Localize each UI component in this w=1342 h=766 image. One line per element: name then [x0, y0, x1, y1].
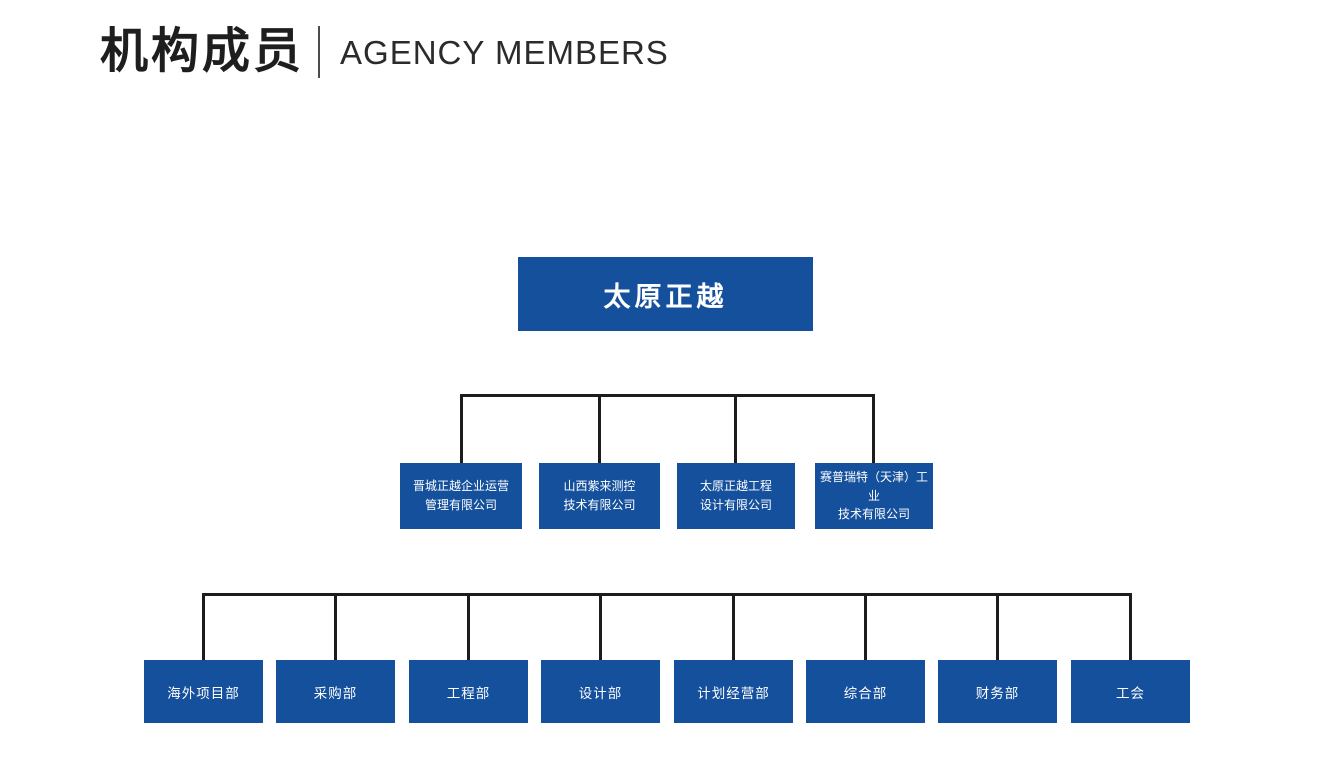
connector-hline-subsidiaries — [460, 394, 875, 397]
page-title-en: AGENCY MEMBERS — [340, 33, 669, 71]
org-node-subsidiary: 赛普瑞特（天津）工业 技术有限公司 — [815, 463, 933, 529]
org-node-subsidiary: 山西紫来测控 技术有限公司 — [539, 463, 660, 529]
connector-vline — [334, 593, 337, 660]
connector-hline-departments — [202, 593, 1132, 596]
org-node-department: 海外项目部 — [144, 660, 263, 723]
page-header: 机构成员 AGENCY MEMBERS — [100, 20, 669, 84]
org-node-department: 工会 — [1071, 660, 1190, 723]
page-title-zh: 机构成员 — [100, 25, 305, 78]
connector-vline — [872, 394, 875, 463]
connector-vline — [202, 593, 205, 660]
org-node-root: 太原正越 — [518, 257, 813, 331]
org-node-department: 计划经营部 — [674, 660, 793, 723]
org-node-subsidiary: 太原正越工程 设计有限公司 — [677, 463, 795, 529]
connector-vline — [864, 593, 867, 660]
connector-vline — [460, 394, 463, 463]
org-node-department: 设计部 — [541, 660, 660, 723]
connector-vline — [599, 593, 602, 660]
org-node-department: 工程部 — [409, 660, 528, 723]
connector-vline — [598, 394, 601, 463]
connector-vline — [996, 593, 999, 660]
connector-vline — [734, 394, 737, 463]
org-node-department: 财务部 — [938, 660, 1057, 723]
connector-vline — [732, 593, 735, 660]
connector-vline — [1129, 593, 1132, 660]
org-node-department: 采购部 — [276, 660, 395, 723]
connector-vline — [467, 593, 470, 660]
org-node-department: 综合部 — [806, 660, 925, 723]
title-divider-line — [318, 26, 321, 78]
org-node-subsidiary: 晋城正越企业运营 管理有限公司 — [400, 463, 522, 529]
